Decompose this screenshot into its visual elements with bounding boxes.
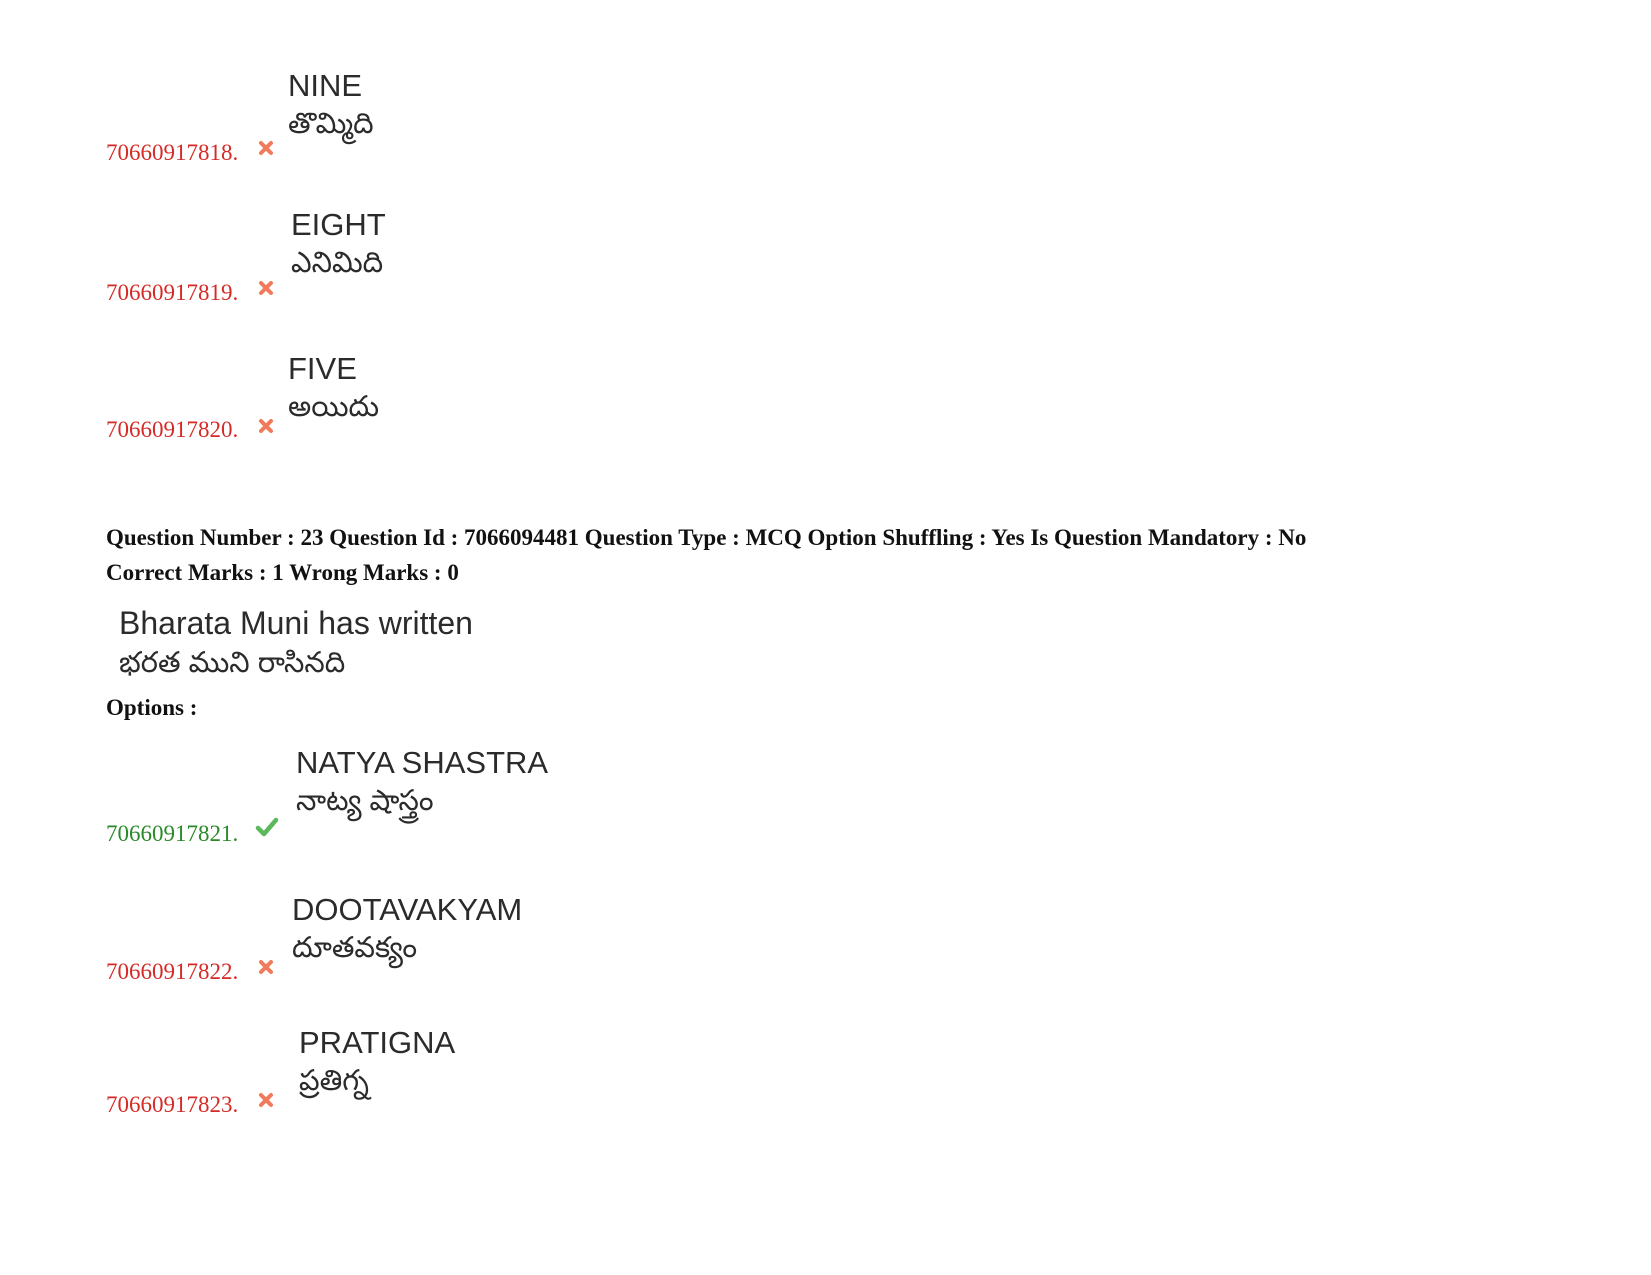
option-text: PRATIGNA ప్రతిగ్న bbox=[299, 1025, 455, 1101]
option-text-telugu: ప్రతిగ్న bbox=[299, 1065, 369, 1097]
wrong-cross-icon bbox=[259, 960, 273, 974]
option-text-english: EIGHT bbox=[291, 207, 386, 242]
question-header: Question Number : 23 Question Id : 70660… bbox=[106, 525, 1307, 550]
option-text-english: NINE bbox=[288, 68, 363, 103]
option-text: EIGHT ఎనిమిది bbox=[291, 207, 386, 283]
option-id: 70660917823. bbox=[106, 1092, 239, 1117]
option-text-telugu: తొమ్మిది bbox=[288, 108, 374, 140]
option-text-english: PRATIGNA bbox=[299, 1025, 456, 1060]
option-id: 70660917820. bbox=[106, 417, 239, 442]
option-text-english: FIVE bbox=[288, 351, 357, 386]
question-marks: Correct Marks : 1 Wrong Marks : 0 bbox=[106, 560, 459, 585]
option-text-telugu: ఎనిమిది bbox=[291, 247, 384, 279]
wrong-cross-icon bbox=[259, 281, 273, 295]
option-text-telugu: దూతవక్యం bbox=[292, 932, 418, 964]
option-text: NATYA SHASTRA నాట్య షాస్త్రం bbox=[296, 745, 548, 821]
question-stem-english: Bharata Muni has written bbox=[119, 605, 473, 641]
question-stem: Bharata Muni has written భరత ముని రాసినద… bbox=[119, 603, 473, 683]
correct-check-icon bbox=[255, 817, 279, 837]
wrong-cross-icon bbox=[259, 141, 273, 155]
question-stem-telugu: భరత ముని రాసినది bbox=[119, 647, 346, 679]
option-id: 70660917819. bbox=[106, 280, 239, 305]
option-id: 70660917818. bbox=[106, 140, 239, 165]
option-text-english: DOOTAVAKYAM bbox=[292, 892, 523, 927]
wrong-cross-icon bbox=[259, 419, 273, 433]
option-text: FIVE అయిదు bbox=[288, 351, 379, 427]
option-text: NINE తొమ్మిది bbox=[288, 68, 374, 144]
option-text: DOOTAVAKYAM దూతవక్యం bbox=[292, 892, 522, 968]
option-id: 70660917822. bbox=[106, 959, 239, 984]
wrong-cross-icon bbox=[259, 1093, 273, 1107]
option-id: 70660917821. bbox=[106, 821, 239, 846]
option-text-telugu: అయిదు bbox=[288, 391, 380, 423]
option-text-telugu: నాట్య షాస్త్రం bbox=[296, 785, 434, 817]
option-text-english: NATYA SHASTRA bbox=[296, 745, 549, 780]
options-label: Options : bbox=[106, 695, 198, 720]
